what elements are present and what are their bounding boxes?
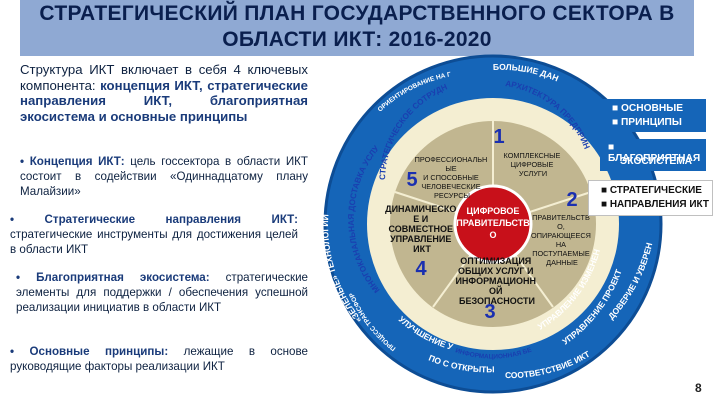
center-label-1: ЦИФРОВОЕ [467, 206, 520, 216]
bullet-mark: • [10, 345, 15, 358]
legend-strategic-directions: ■ СТРАТЕГИЧЕСКИЕ ■ НАПРАВЛЕНИЯ ИКТ [588, 180, 713, 216]
segment-number-4: 4 [415, 258, 427, 280]
legend-ecosystem-line-2: ЭКОСИСТЕМА [620, 156, 693, 167]
center-circle [453, 184, 533, 264]
segment-3-label: ОПТИМИЗАЦИЯ ОБЩИХ УСЛУГ И ИНФОРМАЦИОНН О… [455, 256, 538, 306]
bullet-heading: Основные принципы: [29, 345, 169, 358]
legend-principles-line-1: ■ ОСНОВНЫЕ [612, 103, 684, 114]
legend-core-principles: ■ ОСНОВНЫЕ ■ ПРИНЦИПЫ [600, 99, 706, 132]
intro-text: Структура ИКТ включает в себя 4 ключевых… [20, 62, 308, 93]
segment-4-label: ДИНАМИЧЕСКО Е И СОВМЕСТНОЕ УПРАВЛЕНИЕ ИК… [385, 204, 459, 254]
segment-2-label: ПРАВИТЕЛЬСТВ О, ОПИРАЮЩЕЕСЯ НА ПОСТУПАЕМ… [531, 213, 593, 267]
segment-5-label: ПРОФЕССИОНАЛЬН ЫЕ И СПОСОБНЫЕ ЧЕЛОВЕЧЕСК… [415, 155, 490, 200]
outer-ring-edge [323, 54, 663, 394]
bullet-mark: • [10, 213, 15, 226]
legend-ecosystem-line-1: ■ БЛАГОПРИЯТНАЯ [608, 142, 701, 164]
page-number: 8 [695, 381, 702, 395]
bullet-text: лежащие в основе руководящие факторы реа… [10, 345, 308, 373]
center-label-2: ПРАВИТЕЛЬСТВ [456, 218, 530, 228]
center-label-3: О [489, 230, 496, 240]
bullet-strategic-directions: • Стратегические направления ИКТ: страте… [10, 212, 298, 257]
bullet-heading: Концепция ИКТ: [29, 155, 125, 168]
bullet-heading: Стратегические направления ИКТ: [44, 213, 298, 226]
bullet-text: стратегические инструменты для достижени… [10, 228, 298, 256]
bullet-ecosystem: • Благоприятная экосистема: стратегическ… [16, 270, 308, 315]
intro-paragraph: Структура ИКТ включает в себя 4 ключевых… [20, 62, 308, 124]
intro-components: концепция ИКТ, стратегические направлени… [20, 77, 308, 124]
legend-principles-line-2: ■ ПРИНЦИПЫ [612, 117, 682, 128]
bullet-ict-concept: • Концепция ИКТ: цель госсектора в облас… [20, 154, 308, 199]
segment-1-label: КОМПЛЕКСНЫЕ ЦИФРОВЫЕ УСЛУГИ [504, 151, 563, 178]
bullet-principles: • Основные принципы: лежащие в основе ру… [10, 344, 308, 374]
bullet-text: цель госсектора в области ИКТ состоит в … [20, 155, 308, 198]
slide-title-line-2: ОБЛАСТИ ИКТ: 2016-2020 [222, 28, 492, 51]
legend-directions-line-1: ■ СТРАТЕГИЧЕСКИЕ [601, 185, 702, 196]
bullet-mark: • [20, 155, 25, 168]
segment-number-5: 5 [406, 169, 417, 191]
bullet-mark: • [16, 271, 21, 284]
slide-title-line-1: СТРАТЕГИЧЕСКИЙ ПЛАН ГОСУДАРСТВЕННОГО СЕК… [39, 2, 675, 25]
segment-number-3: 3 [484, 301, 495, 323]
bullet-text: стратегические элементы для поддержки / … [16, 271, 308, 314]
segment-number-2: 2 [566, 189, 577, 211]
segment-number-1: 1 [493, 126, 504, 148]
bullet-heading: Благоприятная экосистема: [36, 271, 210, 284]
legend-directions-line-2: ■ НАПРАВЛЕНИЯ ИКТ [601, 199, 710, 210]
legend-ecosystem: ■ БЛАГОПРИЯТНАЯ ЭКОСИСТЕМА [600, 139, 706, 171]
title-banner: СТРАТЕГИЧЕСКИЙ ПЛАН ГОСУДАРСТВЕННОГО СЕК… [20, 0, 694, 56]
